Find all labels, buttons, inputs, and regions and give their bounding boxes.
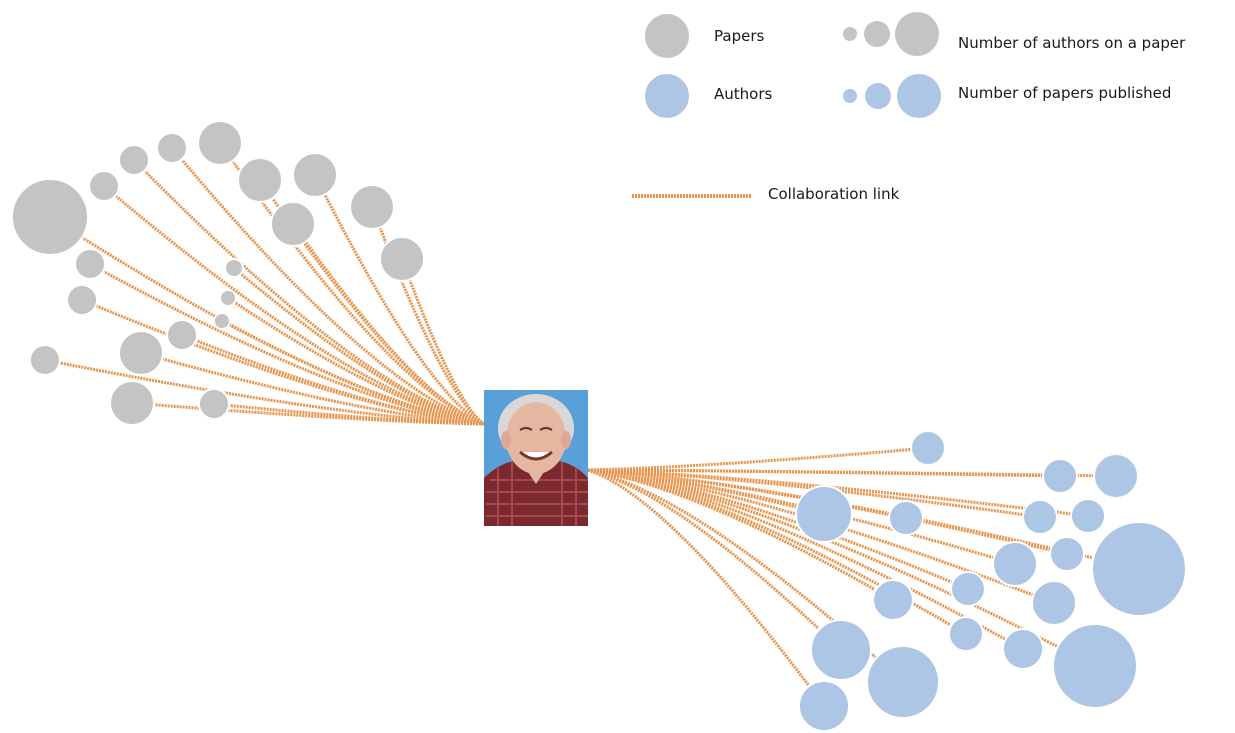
author-node[interactable] xyxy=(1031,580,1077,626)
author-node[interactable] xyxy=(866,645,940,719)
paper-node[interactable] xyxy=(74,248,106,280)
photo-left-ear xyxy=(501,431,511,449)
author-link xyxy=(587,468,969,591)
photo-face xyxy=(506,402,566,474)
paper-nodes xyxy=(11,120,425,426)
legend-paper-size-medium xyxy=(864,21,890,47)
photo-smile xyxy=(519,450,553,461)
paper-node[interactable] xyxy=(109,380,155,426)
paper-node[interactable] xyxy=(213,312,231,330)
paper-node[interactable] xyxy=(198,388,230,420)
author-link xyxy=(587,468,826,707)
author-node[interactable] xyxy=(1091,521,1187,617)
author-link xyxy=(587,468,1140,571)
paper-link xyxy=(213,402,485,426)
author-node[interactable] xyxy=(810,619,872,681)
author-node[interactable] xyxy=(1052,623,1138,709)
author-nodes xyxy=(795,430,1187,732)
legend-link-label: Collaboration link xyxy=(768,185,900,203)
author-node[interactable] xyxy=(798,680,850,732)
author-node[interactable] xyxy=(872,579,914,621)
legend-paper-size-small xyxy=(843,27,857,41)
photo-right-ear xyxy=(561,431,571,449)
paper-node[interactable] xyxy=(349,184,395,230)
paper-link xyxy=(370,206,485,426)
author-node[interactable] xyxy=(1022,499,1058,535)
paper-node[interactable] xyxy=(88,170,120,202)
photo-eyes xyxy=(519,427,553,431)
legend-author-size-label: Number of papers published xyxy=(958,84,1172,102)
author-node[interactable] xyxy=(1002,628,1044,670)
legend-authors-label: Authors xyxy=(714,85,773,103)
author-node[interactable] xyxy=(1093,453,1139,499)
photo-shirt-pattern xyxy=(486,462,588,526)
paper-node[interactable] xyxy=(66,284,98,316)
legend xyxy=(632,12,941,198)
author-link xyxy=(587,468,1089,518)
paper-node[interactable] xyxy=(11,178,89,256)
legend-author-size-medium xyxy=(865,83,891,109)
paper-link xyxy=(181,333,485,426)
author-node[interactable] xyxy=(910,430,946,466)
legend-paper-size-label: Number of authors on a paper xyxy=(958,34,1186,52)
paper-node[interactable] xyxy=(156,132,188,164)
author-node[interactable] xyxy=(1049,536,1085,572)
legend-author-size-large xyxy=(897,74,941,118)
author-node[interactable] xyxy=(1070,498,1106,534)
paper-link xyxy=(400,258,485,426)
author-node[interactable] xyxy=(795,485,853,543)
author-node[interactable] xyxy=(1042,458,1078,494)
author-link xyxy=(587,468,894,602)
central-author-photo[interactable] xyxy=(484,390,588,526)
paper-node[interactable] xyxy=(379,236,425,282)
paper-node[interactable] xyxy=(224,258,244,278)
paper-node[interactable] xyxy=(118,330,164,376)
paper-link xyxy=(44,358,485,426)
paper-link xyxy=(218,142,485,426)
paper-node[interactable] xyxy=(118,144,150,176)
author-link xyxy=(587,468,1024,651)
paper-node[interactable] xyxy=(29,344,61,376)
author-link xyxy=(587,446,929,472)
legend-paper-swatch xyxy=(643,12,691,60)
legend-author-size-small xyxy=(843,89,857,103)
author-node[interactable] xyxy=(948,616,984,652)
author-link xyxy=(587,468,1117,478)
author-node[interactable] xyxy=(992,541,1038,587)
author-node[interactable] xyxy=(888,500,924,536)
legend-papers-label: Papers xyxy=(714,27,765,45)
paper-link xyxy=(132,158,485,426)
paper-node[interactable] xyxy=(197,120,243,166)
legend-author-swatch xyxy=(643,72,691,120)
paper-node[interactable] xyxy=(219,289,237,307)
paper-link xyxy=(291,223,485,426)
paper-node[interactable] xyxy=(292,152,338,198)
paper-link xyxy=(170,147,485,426)
paper-node[interactable] xyxy=(270,201,316,247)
paper-node[interactable] xyxy=(166,319,198,351)
paper-link xyxy=(313,174,485,426)
author-node[interactable] xyxy=(950,571,986,607)
paper-node[interactable] xyxy=(237,157,283,203)
legend-paper-size-large xyxy=(895,12,939,56)
